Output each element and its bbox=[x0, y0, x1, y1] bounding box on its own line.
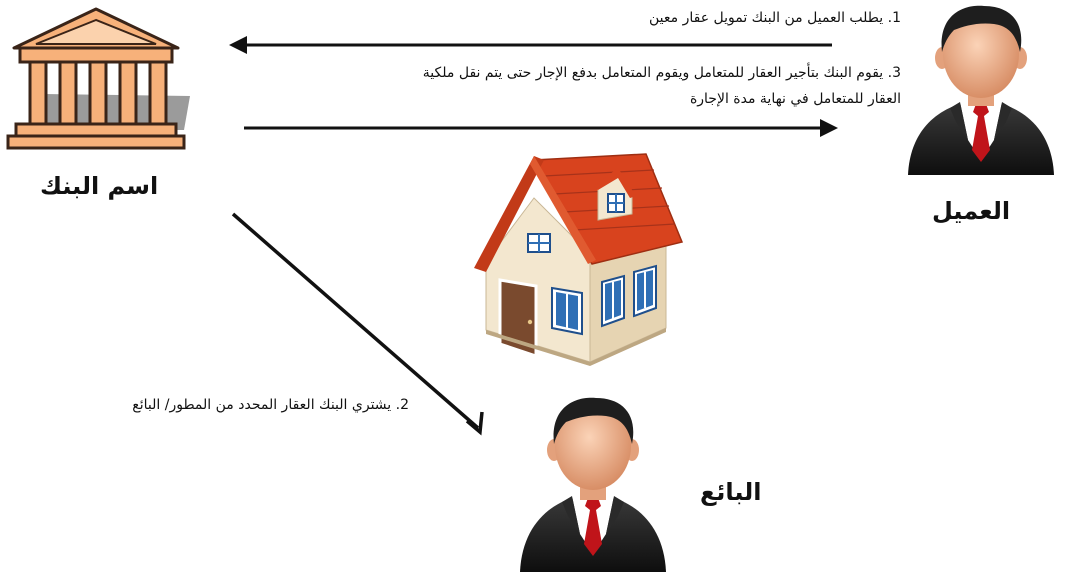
step-3-text-line-2: العقار للمتعامل في نهاية مدة الإجارة bbox=[689, 91, 901, 107]
bank-icon bbox=[6, 7, 190, 150]
step-1-text: 1. يطلب العميل من البنك تمويل عقار معين bbox=[649, 10, 901, 26]
customer-label: العميل bbox=[932, 197, 1011, 225]
seller-label: البائع bbox=[700, 478, 762, 506]
arrow-bank-to-customer bbox=[244, 119, 838, 137]
seller-person-icon bbox=[520, 397, 666, 572]
arrow-customer-to-bank bbox=[229, 36, 832, 54]
house-icon bbox=[474, 153, 684, 366]
customer-person-icon bbox=[908, 5, 1054, 175]
bank-name-label: اسم البنك bbox=[40, 172, 159, 200]
arrow-bank-to-seller bbox=[231, 212, 484, 436]
step-2-text: 2. يشتري البنك العقار المحدد من المطور/ … bbox=[132, 397, 409, 413]
step-3-text-line-1: 3. يقوم البنك بتأجير العقار للمتعامل ويق… bbox=[422, 65, 901, 81]
